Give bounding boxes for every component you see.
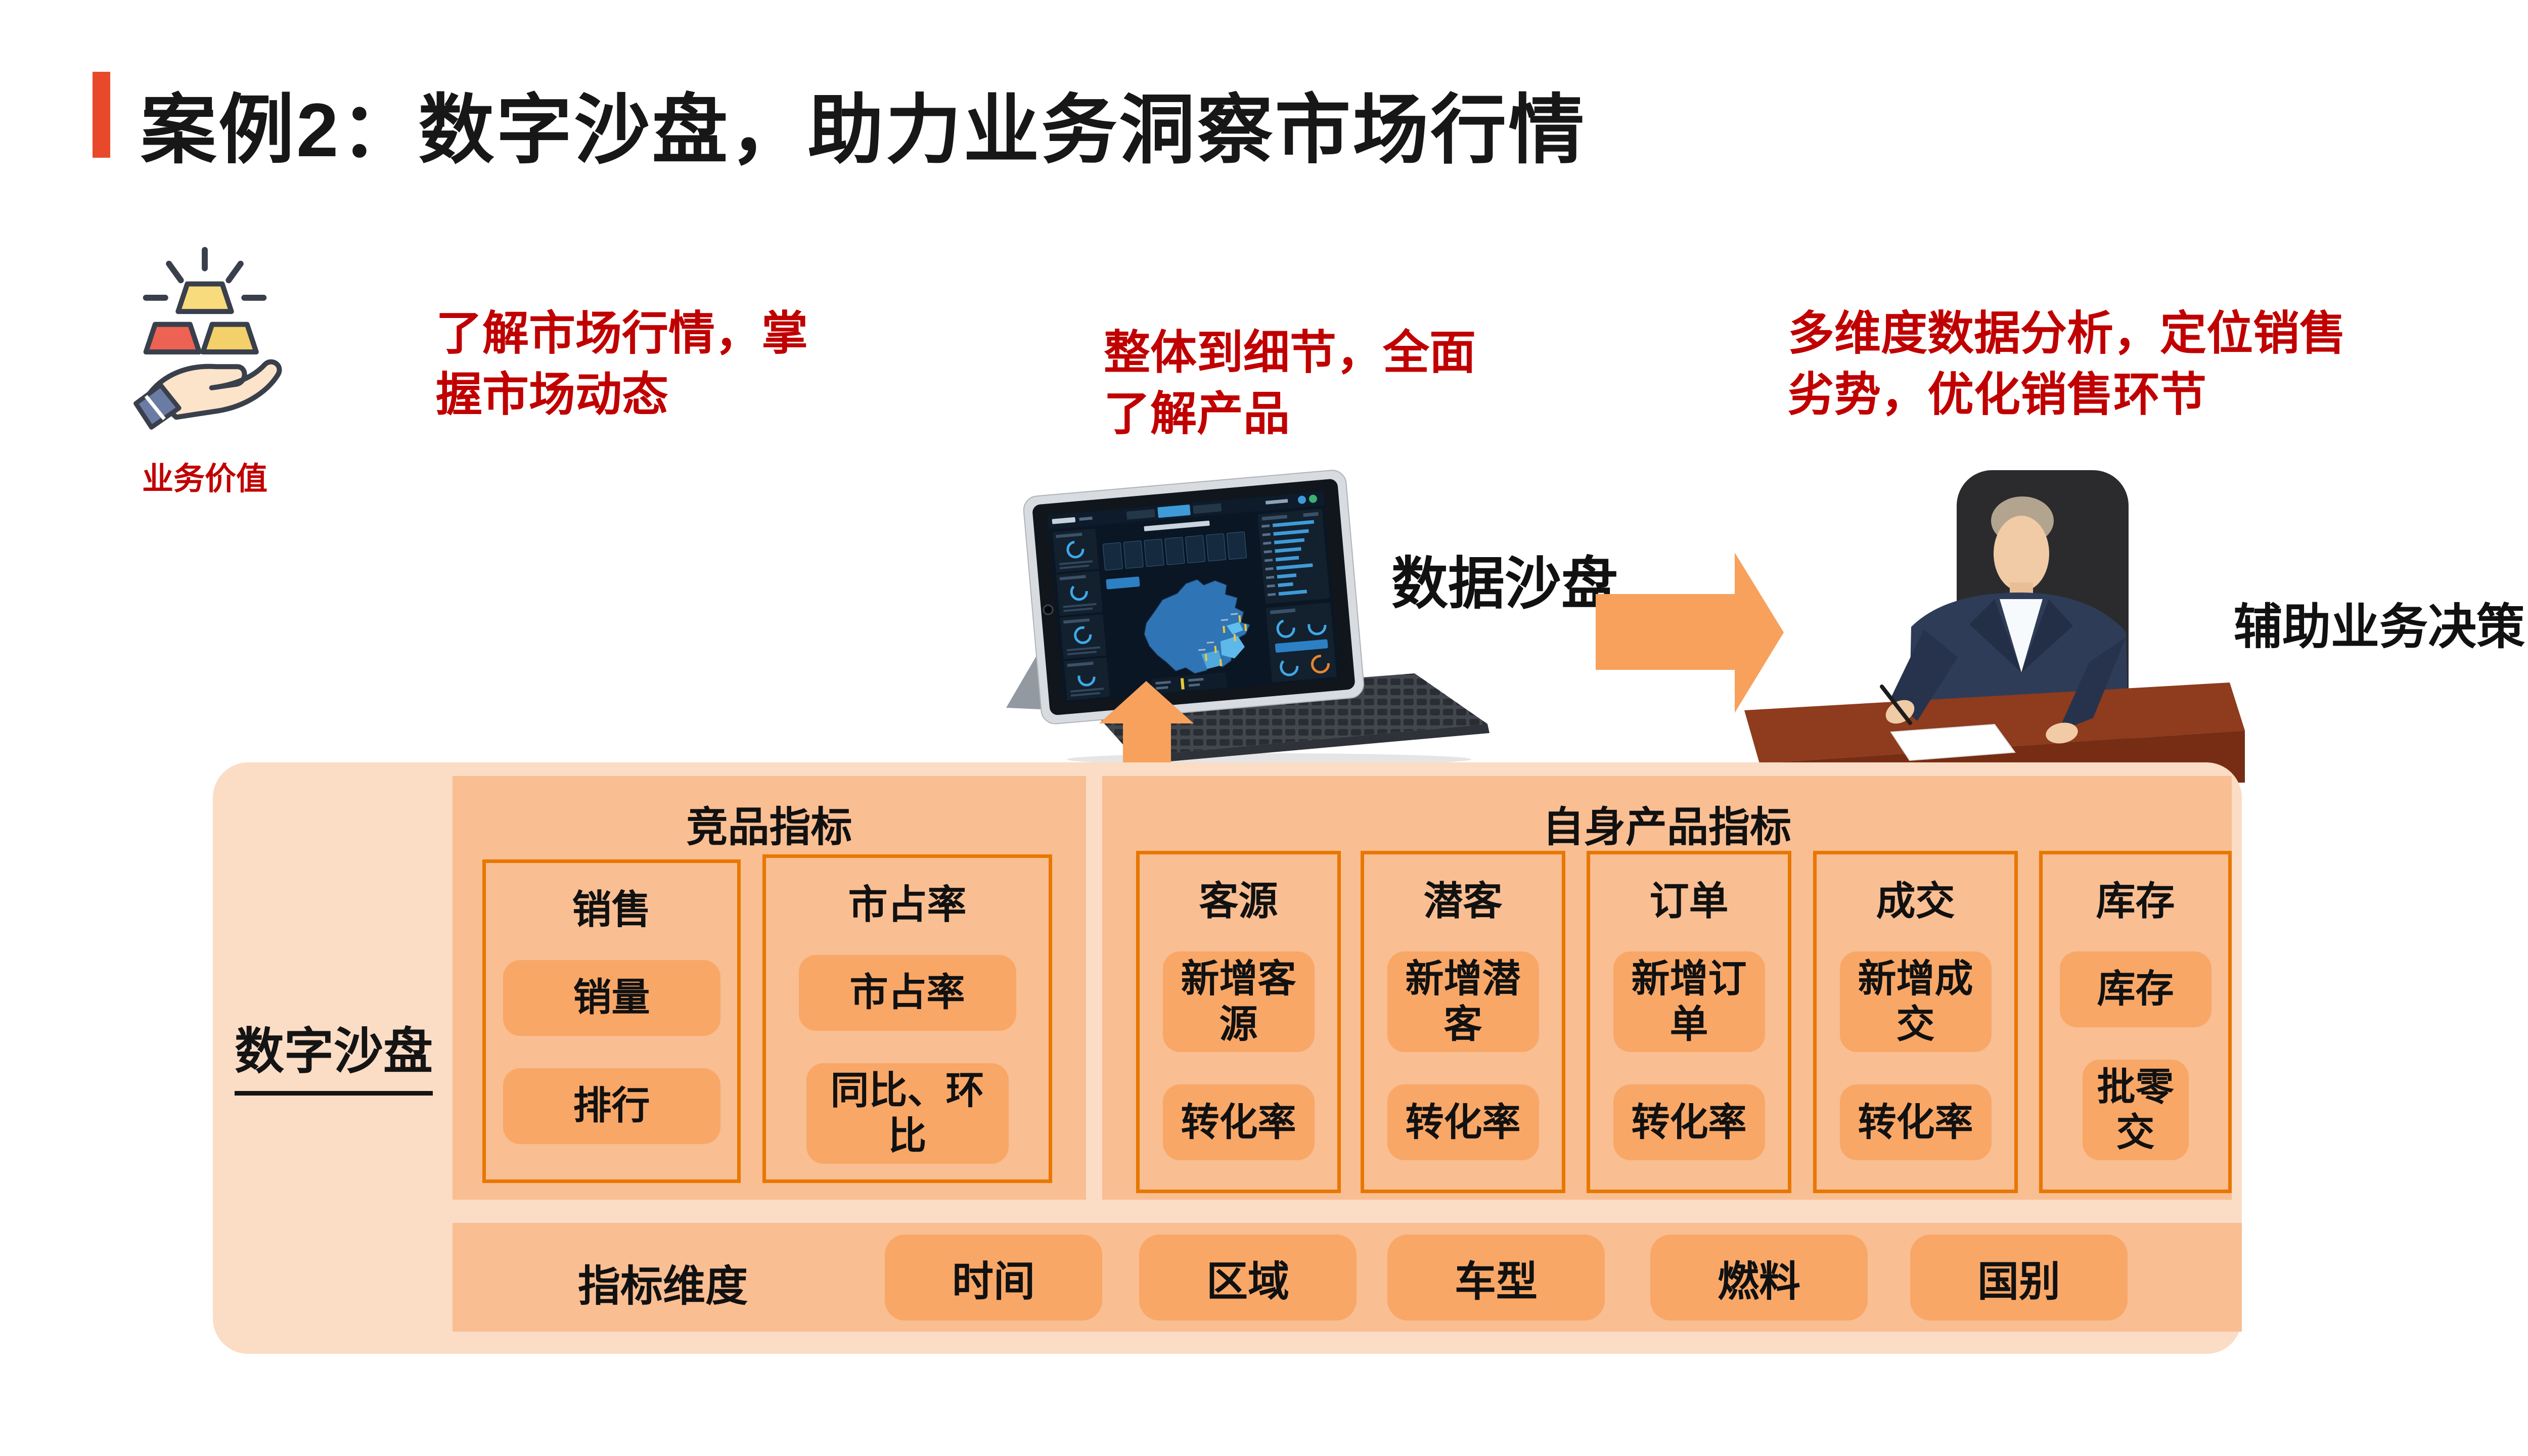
dimension-chip-time: 时间	[885, 1235, 1102, 1321]
business-value-label: 业务价值	[142, 462, 267, 496]
dashboard-button	[1106, 576, 1140, 589]
dashboard-tab	[1126, 509, 1155, 520]
decision-support-label: 辅助业务决策	[2234, 600, 2525, 654]
metric-box-orders: 订单 新增订单 转化率	[1587, 851, 1791, 1193]
up-arrow-icon	[1099, 681, 1194, 762]
metric-chip: 排行	[503, 1068, 720, 1144]
metric-box-title: 客源	[1199, 879, 1278, 923]
home-button	[1043, 604, 1054, 615]
metric-chip: 转化率	[1613, 1084, 1765, 1161]
dashboard-tab-active	[1157, 505, 1191, 518]
orange-donut	[1311, 655, 1330, 674]
metric-chip: 新增客源	[1162, 951, 1315, 1053]
metric-chip: 新增订单	[1613, 951, 1765, 1053]
right-arm	[2058, 637, 2126, 732]
metric-chip: 转化率	[1387, 1084, 1539, 1161]
metric-dimensions-bar: 指标维度 时间 区域 车型 燃料 国别	[453, 1223, 2242, 1332]
metric-box-sales: 销售 销量 排行	[482, 859, 741, 1183]
dashboard-logo	[1052, 517, 1075, 524]
business-value-block: 业务价值	[96, 242, 313, 498]
dashboard-tab	[1193, 503, 1222, 514]
metric-box-market-share: 市占率 市占率 同比、环比	[762, 854, 1052, 1183]
metric-chip: 批零交	[2082, 1060, 2189, 1161]
metric-box-prospects: 潜客 新增潜客 转化率	[1361, 851, 1565, 1193]
status-icon	[1308, 494, 1317, 503]
desk-top	[1744, 682, 2245, 763]
dashboard-center	[1102, 520, 1251, 694]
metric-chip: 同比、环比	[806, 1063, 1009, 1164]
benefit-text-2: 整体到细节，全面了解产品	[1104, 327, 1476, 440]
metric-box-deals: 成交 新增成交 转化率	[1813, 851, 2018, 1193]
metric-chip: 库存	[2059, 951, 2211, 1027]
right-arrow-icon	[1596, 553, 1784, 713]
metric-box-title: 销售	[572, 887, 651, 932]
metric-chip: 销量	[503, 960, 720, 1036]
paper-sheet	[1890, 723, 2016, 761]
page-title: 案例2：数字沙盘，助力业务洞察市场行情	[141, 87, 1587, 172]
metric-chip: 市占率	[798, 955, 1016, 1031]
pen	[1880, 685, 1912, 725]
dimension-chip-region: 区域	[1139, 1235, 1357, 1321]
metric-box-title: 潜客	[1423, 879, 1503, 923]
globe-icon	[1298, 495, 1306, 504]
dimension-chip-fuel: 燃料	[1650, 1235, 1868, 1321]
dimension-chip-country: 国别	[1910, 1235, 2128, 1321]
dashboard-left-panels	[1052, 528, 1110, 701]
map-markers	[1204, 615, 1247, 666]
metric-box-inventory: 库存 库存 批零交	[2039, 851, 2232, 1193]
metric-chip: 转化率	[1839, 1084, 1992, 1161]
title-accent-bar	[93, 72, 110, 158]
metric-chip: 新增成交	[1839, 951, 1992, 1053]
right-hand	[2046, 722, 2078, 744]
metric-box-leads: 客源 新增客源 转化率	[1136, 851, 1341, 1193]
metric-dimensions-title: 指标维度	[578, 1262, 748, 1310]
dashboard-right-panels	[1257, 509, 1337, 682]
shirt	[2000, 599, 2043, 672]
executive-at-desk-illustration	[1744, 470, 2245, 789]
metric-chip: 新增潜客	[1387, 951, 1539, 1053]
dimension-chip-model: 车型	[1387, 1235, 1605, 1321]
benefit-text-3: 多维度数据分析，定位销售劣势，优化销售环节	[1788, 308, 2346, 421]
metric-chip: 转化率	[1162, 1084, 1315, 1161]
competitor-metrics-title: 竞品指标	[686, 804, 852, 850]
metric-box-title: 库存	[2096, 879, 2175, 923]
metric-box-title: 市占率	[848, 882, 967, 927]
data-sandbox-label: 数据沙盘	[1391, 552, 1618, 615]
left-arm	[1891, 629, 1958, 721]
digital-sandbox-title: 数字沙盘	[235, 1011, 433, 1096]
benefit-text-1: 了解市场行情，掌握市场动态	[436, 308, 808, 421]
tablet-body	[1023, 470, 1365, 724]
own-product-metrics-title: 自身产品指标	[1542, 804, 1791, 850]
metric-box-title: 成交	[1876, 879, 1955, 923]
hand-gold-ingots-icon	[133, 247, 282, 430]
face	[1994, 516, 2049, 592]
metric-box-title: 订单	[1649, 879, 1729, 923]
tablet-dashboard-illustration	[1006, 470, 1489, 765]
